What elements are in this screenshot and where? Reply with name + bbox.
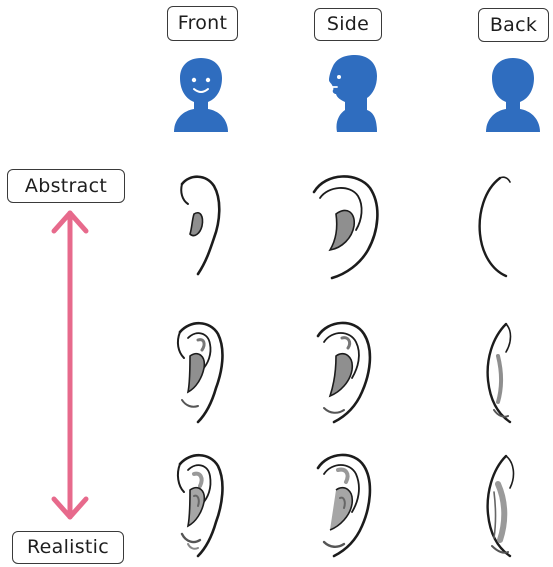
person-back-icon (486, 58, 540, 132)
label-back: Back (478, 8, 549, 42)
ear-side-intermediate (316, 321, 372, 424)
ear-side-abstract (312, 175, 379, 280)
ear-front-intermediate (176, 321, 224, 424)
ear-front-realistic (176, 453, 224, 558)
ear-back-abstract (478, 176, 511, 278)
label-side: Side (314, 8, 382, 41)
label-front: Front (167, 6, 238, 41)
ear-back-intermediate (486, 322, 512, 424)
double-arrow-icon (51, 210, 89, 520)
ear-front-abstract (180, 175, 221, 276)
ear-side-realistic (316, 453, 372, 558)
ear-back-realistic (486, 454, 515, 558)
label-realistic: Realistic (12, 531, 124, 564)
person-side-icon (329, 55, 377, 132)
label-abstract: Abstract (7, 169, 125, 203)
person-front-icon (174, 58, 228, 132)
